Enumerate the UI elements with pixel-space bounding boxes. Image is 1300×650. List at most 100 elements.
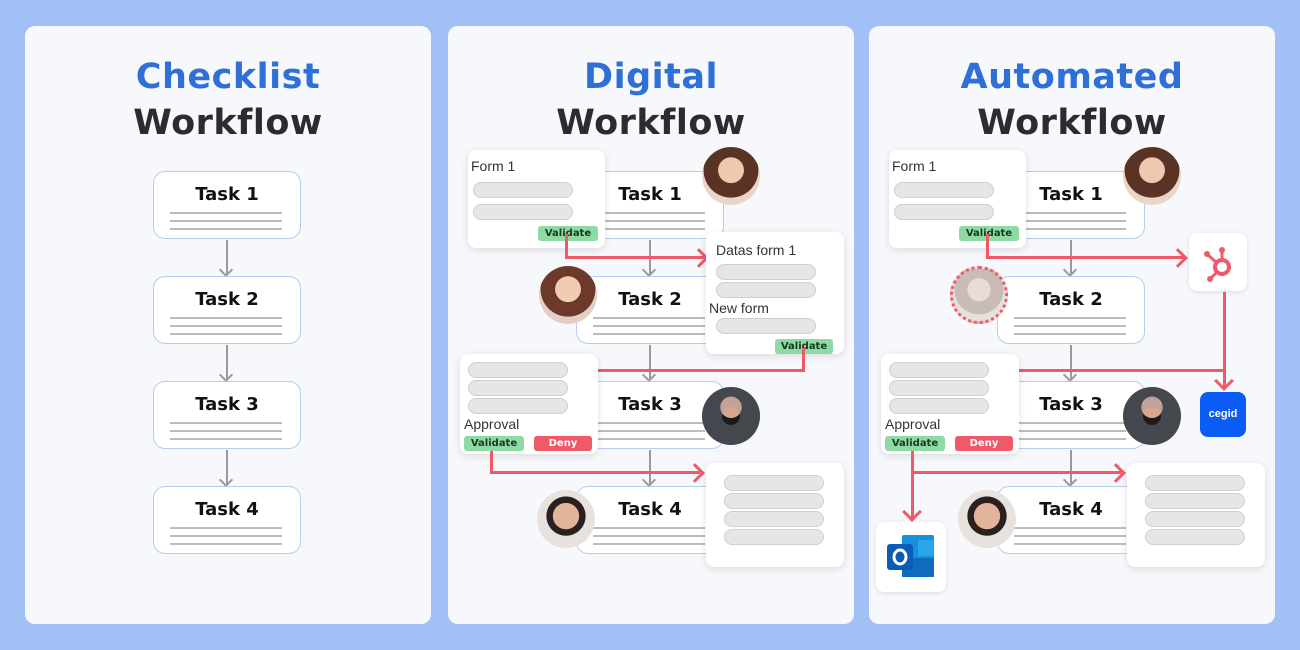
user-avatar xyxy=(702,147,760,205)
form-field[interactable] xyxy=(894,204,994,220)
flow-arrow xyxy=(1070,450,1072,484)
task-card-4: Task 4 xyxy=(153,486,301,554)
red-arrowhead xyxy=(902,502,922,522)
text-line xyxy=(170,220,282,222)
form-field[interactable] xyxy=(889,380,989,396)
deny-button[interactable]: Deny xyxy=(534,436,592,451)
text-line xyxy=(170,430,282,432)
hubspot-logo[interactable] xyxy=(1189,233,1247,291)
title-accent: Automated xyxy=(960,57,1184,97)
title-accent: Checklist xyxy=(135,57,321,97)
user-avatar xyxy=(537,490,595,548)
text-line xyxy=(170,333,282,335)
text-line xyxy=(1014,422,1126,424)
form-field[interactable] xyxy=(889,398,989,414)
task-label: Task 1 xyxy=(1039,184,1103,205)
text-line xyxy=(593,430,705,432)
form-field[interactable] xyxy=(894,182,994,198)
validate-button[interactable]: Validate xyxy=(775,339,833,354)
red-flow-line xyxy=(986,234,989,259)
form-field[interactable] xyxy=(1145,529,1245,545)
data-card xyxy=(1127,463,1265,567)
form-field[interactable] xyxy=(724,529,824,545)
text-line xyxy=(170,212,282,214)
approval-label: Approval xyxy=(885,416,941,432)
hubspot-icon xyxy=(1204,247,1231,282)
form-field[interactable] xyxy=(473,182,573,198)
task-card-4: Task 4 xyxy=(997,486,1145,554)
title-main: Workflow xyxy=(977,103,1167,143)
form-field[interactable] xyxy=(468,362,568,378)
validate-button[interactable]: Validate xyxy=(538,226,598,241)
text-line xyxy=(593,527,705,529)
form-label: New form xyxy=(709,300,769,316)
validate-button[interactable]: Validate xyxy=(959,226,1019,241)
checklist-workflow-panel: Checklist Workflow Task 1 Task 2 Task 3 … xyxy=(25,26,431,624)
flow-arrow xyxy=(226,345,228,379)
flow-arrow xyxy=(1070,345,1072,379)
form-field[interactable] xyxy=(468,398,568,414)
text-line xyxy=(593,228,705,230)
task-label: Task 3 xyxy=(1039,394,1103,415)
form-field[interactable] xyxy=(724,493,824,509)
user-avatar xyxy=(539,266,597,324)
red-arrowhead xyxy=(1106,463,1126,483)
task-label: Task 4 xyxy=(618,499,682,520)
form-field[interactable] xyxy=(468,380,568,396)
task-card-4: Task 4 xyxy=(576,486,724,554)
user-avatar xyxy=(1123,147,1181,205)
red-flow-line xyxy=(1223,292,1226,388)
validate-button[interactable]: Validate xyxy=(885,436,945,451)
text-line xyxy=(1014,527,1126,529)
task-label: Task 2 xyxy=(195,289,259,310)
outlook-logo[interactable] xyxy=(876,522,946,592)
form-field[interactable] xyxy=(1145,511,1245,527)
text-line xyxy=(1014,228,1126,230)
user-avatar xyxy=(958,490,1016,548)
flow-arrow xyxy=(226,240,228,274)
text-line xyxy=(1014,543,1126,545)
approval-card: Approval Validate Deny xyxy=(460,354,598,454)
red-arrowhead xyxy=(1214,371,1234,391)
text-line xyxy=(1014,333,1126,335)
text-line xyxy=(593,333,705,335)
cegid-logo[interactable]: cegid xyxy=(1200,392,1246,437)
form-field[interactable] xyxy=(1145,475,1245,491)
form-field[interactable] xyxy=(889,362,989,378)
red-arrowhead xyxy=(685,463,705,483)
form-field[interactable] xyxy=(724,511,824,527)
form-field[interactable] xyxy=(724,475,824,491)
form-field[interactable] xyxy=(716,318,816,334)
panel-title: Checklist Workflow xyxy=(25,54,431,146)
user-avatar xyxy=(1123,387,1181,445)
automated-workflow-panel: Automated Workflow Task 1 Task 2 Task 3 … xyxy=(869,26,1275,624)
task-label: Task 3 xyxy=(618,394,682,415)
form-label: Form 1 xyxy=(892,158,937,174)
form1-card: Form 1 Validate xyxy=(889,150,1026,248)
text-line xyxy=(593,220,705,222)
title-main: Workflow xyxy=(133,103,323,143)
text-line xyxy=(170,325,282,327)
text-line xyxy=(593,212,705,214)
task-label: Task 2 xyxy=(618,289,682,310)
form-field[interactable] xyxy=(1145,493,1245,509)
red-flow-line xyxy=(490,451,493,474)
text-line xyxy=(170,228,282,230)
form-field[interactable] xyxy=(473,204,573,220)
text-line xyxy=(593,543,705,545)
form-field[interactable] xyxy=(716,264,816,280)
text-line xyxy=(1014,220,1126,222)
task-card-3: Task 3 xyxy=(576,381,724,449)
task-card-2: Task 2 xyxy=(997,276,1145,344)
title-accent: Digital xyxy=(584,57,718,97)
text-line xyxy=(170,543,282,545)
text-line xyxy=(1014,317,1126,319)
deny-button[interactable]: Deny xyxy=(955,436,1013,451)
text-line xyxy=(1014,438,1126,440)
form-field[interactable] xyxy=(716,282,816,298)
text-line xyxy=(1014,535,1126,537)
validate-button[interactable]: Validate xyxy=(464,436,524,451)
text-line xyxy=(170,438,282,440)
task-label: Task 4 xyxy=(195,499,259,520)
automated-user-avatar xyxy=(950,266,1008,324)
